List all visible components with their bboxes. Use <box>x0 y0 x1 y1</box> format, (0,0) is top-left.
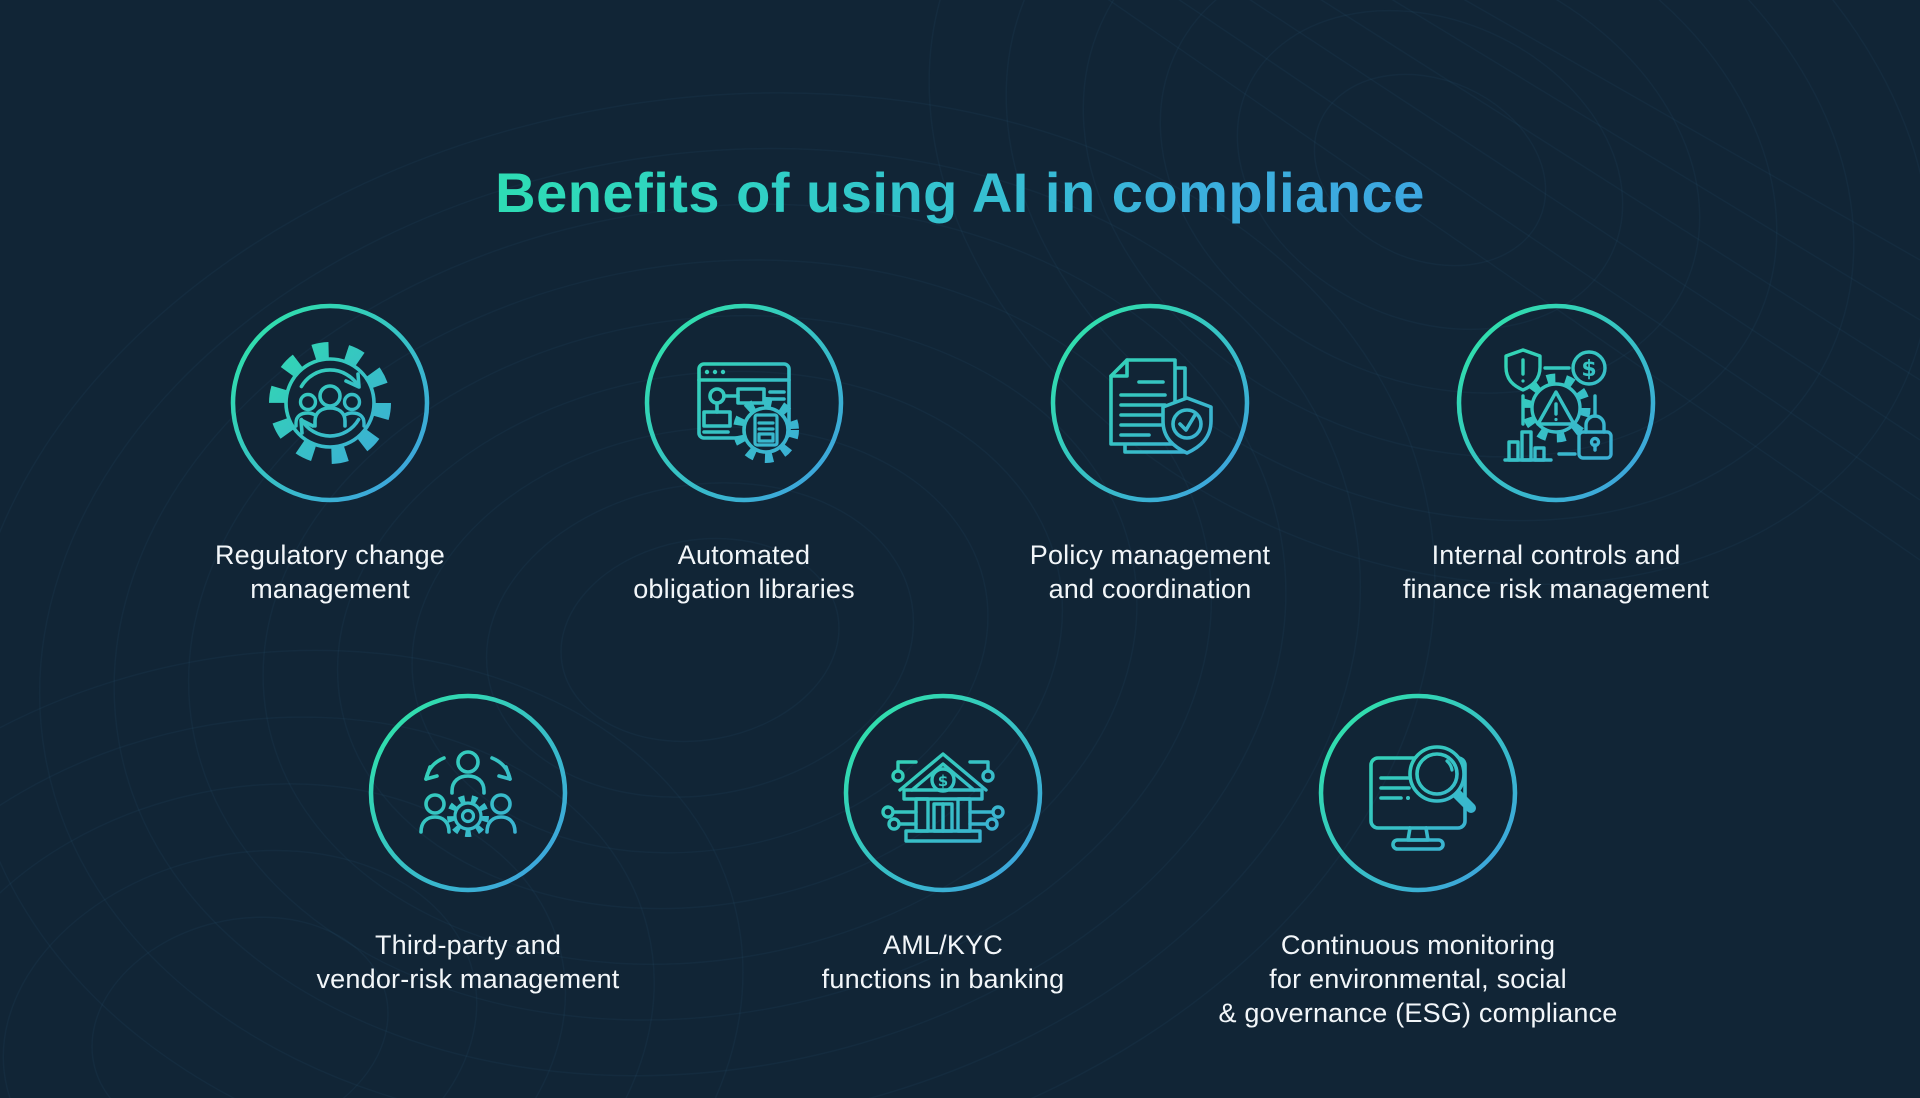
benefit-label: Automated obligation libraries <box>633 540 855 604</box>
benefit-item-aml-kyc: $ AML/KYC functions in banking <box>713 692 1173 996</box>
browser-workflow-gear-icon <box>643 302 845 504</box>
bank-network-dollar-icon: $ <box>843 693 1043 893</box>
benefit-item-obligation-libraries: Automated obligation libraries <box>514 302 974 606</box>
bank-network-dollar-icon: $ <box>842 692 1044 894</box>
benefit-item-third-party-risk: Third-party and vendor-risk management <box>238 692 698 996</box>
benefit-label: Regulatory change management <box>214 540 446 604</box>
risk-controls-shield-dollar-lock-icon: $ <box>1456 303 1656 503</box>
benefit-label: Internal controls and finance risk manag… <box>1402 540 1710 604</box>
page-title: Benefits of using AI in compliance <box>0 160 1920 225</box>
gear-people-sync-icon <box>229 302 431 504</box>
benefit-item-policy-management: Policy management and coordination <box>920 302 1380 606</box>
svg-text:$: $ <box>938 772 948 790</box>
benefit-label: Continuous monitoring for environmental,… <box>1218 930 1618 1028</box>
monitor-magnifier-icon <box>1317 692 1519 894</box>
benefit-label: Third-party and vendor-risk management <box>316 930 620 994</box>
people-gear-delegation-icon <box>367 692 569 894</box>
people-gear-delegation-icon <box>368 693 568 893</box>
document-shield-check-icon <box>1049 302 1251 504</box>
benefit-item-esg-monitoring: Continuous monitoring for environmental,… <box>1188 692 1648 1030</box>
document-shield-check-icon <box>1050 303 1250 503</box>
benefit-item-regulatory-change: Regulatory change management <box>100 302 560 606</box>
browser-workflow-gear-icon <box>644 303 844 503</box>
svg-text:$: $ <box>1581 357 1596 382</box>
benefit-label: AML/KYC functions in banking <box>821 930 1065 994</box>
benefit-item-internal-controls: $ Internal controls and finance risk man… <box>1326 302 1786 606</box>
risk-controls-shield-dollar-lock-icon: $ <box>1455 302 1657 504</box>
benefit-label: Policy management and coordination <box>1029 540 1271 604</box>
monitor-magnifier-icon <box>1318 693 1518 893</box>
gear-people-sync-icon <box>230 303 430 503</box>
